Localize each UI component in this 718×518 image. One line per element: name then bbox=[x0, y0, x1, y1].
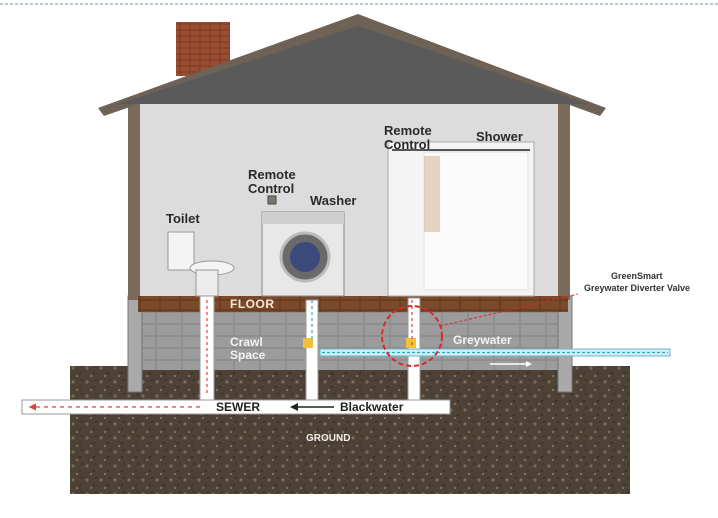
label-blackwater: Blackwater bbox=[340, 401, 403, 414]
valve-shower bbox=[406, 338, 416, 348]
label-valve-line1: GreenSmart bbox=[611, 272, 663, 281]
label-ground: GROUND bbox=[306, 434, 350, 445]
shower-icon bbox=[388, 142, 534, 296]
ground-area bbox=[70, 366, 630, 494]
label-floor: FLOOR bbox=[230, 298, 275, 311]
label-valve-line2: Greywater Diverter Valve bbox=[584, 284, 690, 293]
remote-control-icon-washer bbox=[268, 196, 276, 204]
label-washer: Washer bbox=[310, 194, 356, 208]
washer-icon bbox=[262, 212, 344, 296]
wall-right bbox=[558, 104, 570, 300]
label-toilet: Toilet bbox=[166, 212, 200, 226]
label-remote-control-shower: Remote Control bbox=[384, 124, 432, 151]
label-shower: Shower bbox=[476, 130, 523, 144]
valve-washer bbox=[303, 338, 313, 348]
label-crawl-space: Crawl Space bbox=[230, 336, 265, 361]
label-greywater: Greywater bbox=[453, 334, 512, 347]
label-sewer: SEWER bbox=[216, 401, 260, 414]
label-remote-control-washer: Remote Control bbox=[248, 168, 296, 195]
wall-left bbox=[128, 104, 140, 300]
